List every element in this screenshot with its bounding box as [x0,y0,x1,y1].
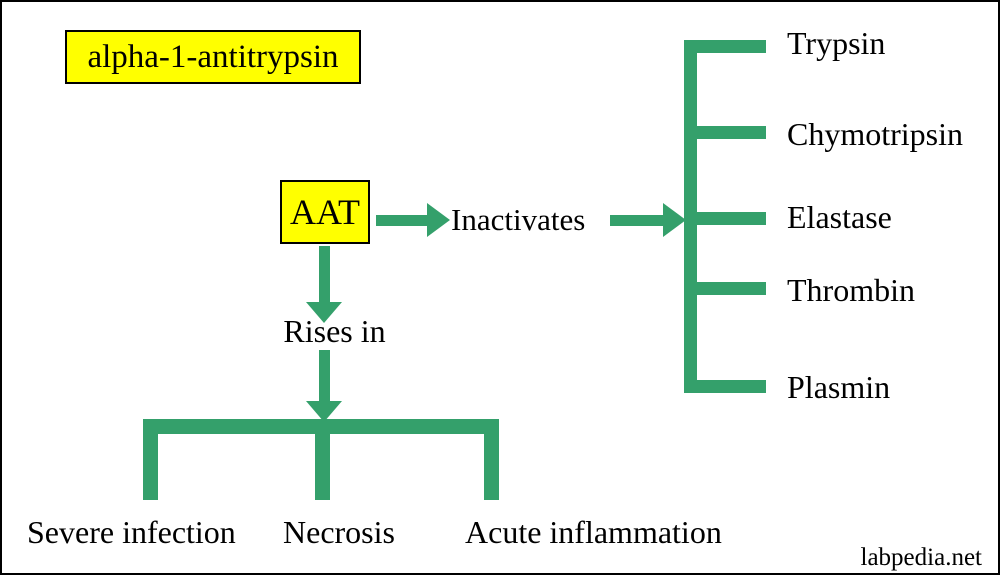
aat-box: AAT [280,180,370,244]
bracket-tick [684,212,766,225]
bracket-tick [684,380,766,393]
arrow-right-shaft [376,215,428,226]
branch-stub [143,433,158,500]
arrow-down-shaft [319,246,330,304]
condition-label-acute-inflammation: Acute inflammation [465,514,722,550]
target-label-chymotripsin: Chymotripsin [787,116,964,152]
target-label-elastase: Elastase [787,199,892,235]
condition-label-severe-infection: Severe infection [27,514,236,550]
title-label: alpha-1-antitrypsin [87,38,339,75]
rises-in-label: Rises in [283,313,386,349]
inactivates-label: Inactivates [451,202,586,237]
arrow-right-head-icon [427,203,450,237]
condition-label-necrosis: Necrosis [283,514,395,550]
title-box: alpha-1-antitrypsin [65,30,361,84]
bracket-tick [684,282,766,295]
aat-label: AAT [290,192,360,232]
arrow-down-head-icon [306,302,342,323]
arrow-down-shaft [319,350,330,404]
arrow-down-head-icon [306,401,342,422]
target-label-trypsin: Trypsin [787,25,886,61]
target-label-thrombin: Thrombin [787,272,915,308]
arrow-right-shaft [610,215,664,226]
bracket-tick [684,126,766,139]
bracket-tick [684,40,766,53]
watermark-label: labpedia.net [860,544,982,571]
arrow-right-head-icon [663,203,686,237]
branch-stub [484,433,499,500]
target-label-plasmin: Plasmin [787,369,891,405]
conditions-branch-bar [143,419,499,434]
branch-stub [315,433,330,500]
